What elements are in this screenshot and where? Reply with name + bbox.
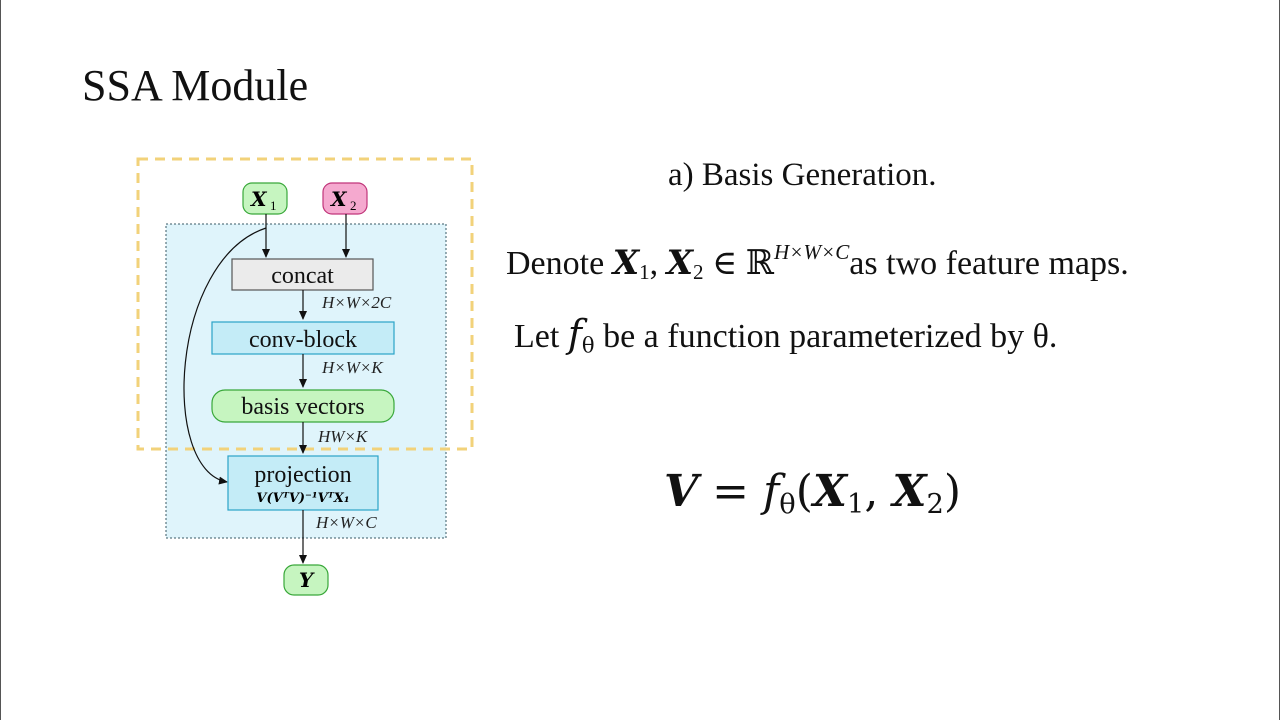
basis-equation: V = fθ(X1, X2) [664,466,961,522]
denote-suffix: as two feature maps. [849,244,1129,282]
output-y-node: Y [283,564,329,596]
eq-var-x1-sub: 1 [847,488,865,520]
eq-close-paren: ) [943,466,962,517]
eq-func: f [762,466,780,517]
eq-var-x1: X [812,466,848,517]
svg-text:concat: concat [271,263,334,289]
denote-prefix: Denote [506,244,613,282]
concat-node: concat [231,258,374,291]
slide-title: SSA Module [82,61,309,110]
projection-node: projection V(VᵀV)⁻¹VᵀX₁ [227,455,379,511]
input-x2-node: X 2 [322,182,368,215]
projection-formula: V(VᵀV)⁻¹VᵀX₁ [256,491,349,506]
eq-var-x2-sub: 2 [926,488,944,520]
dim-after-projection: H×W×C [315,513,377,532]
dim-after-conv: H×W×K [321,358,384,377]
var-x2-sub: 2 [693,260,704,285]
input-x1-node: X 1 [242,182,288,215]
let-sentence: Let fθ be a function parameterized by θ. [514,312,1057,358]
dims-superscript: H×W×C [774,240,850,264]
eq-var-x2: X [892,466,927,517]
eq-func-sub: θ [779,488,796,520]
eq-lhs: V [664,466,699,517]
section-heading: a) Basis Generation. [668,157,937,193]
eq-open-paren: ( [795,466,813,517]
dim-after-concat: H×W×2C [321,293,392,312]
basis-vectors-node: basis vectors [211,389,395,423]
dim-after-basis: HW×K [317,427,369,446]
comma: , [649,244,667,282]
reals-symbol: ℝ [745,244,774,282]
var-x1-sub: 1 [639,260,650,285]
svg-text:basis vectors: basis vectors [241,394,364,420]
svg-text:projection: projection [254,462,351,488]
eq-equals: = [698,466,763,517]
let-prefix: Let [514,318,568,355]
func-f-sub: θ [581,332,595,358]
denote-sentence: Denote X1, X2 ∈ ℝH×W×Cas two feature map… [506,240,1129,285]
var-x1: X [612,242,640,283]
func-f: f [567,312,582,356]
svg-text:conv-block: conv-block [249,327,357,353]
svg-text:Y: Y [299,568,315,592]
let-suffix: be a function parameterized by θ. [594,318,1058,355]
element-of-symbol: ∈ [703,244,746,282]
arrow-x1-skip-to-projection [183,227,267,485]
svg-text:2: 2 [350,198,357,213]
eq-comma: , [864,466,893,517]
svg-text:1: 1 [270,198,277,213]
var-x2: X [666,242,694,283]
svg-text:X: X [249,187,268,211]
svg-text:X: X [329,187,348,211]
conv-block-node: conv-block [211,321,395,355]
